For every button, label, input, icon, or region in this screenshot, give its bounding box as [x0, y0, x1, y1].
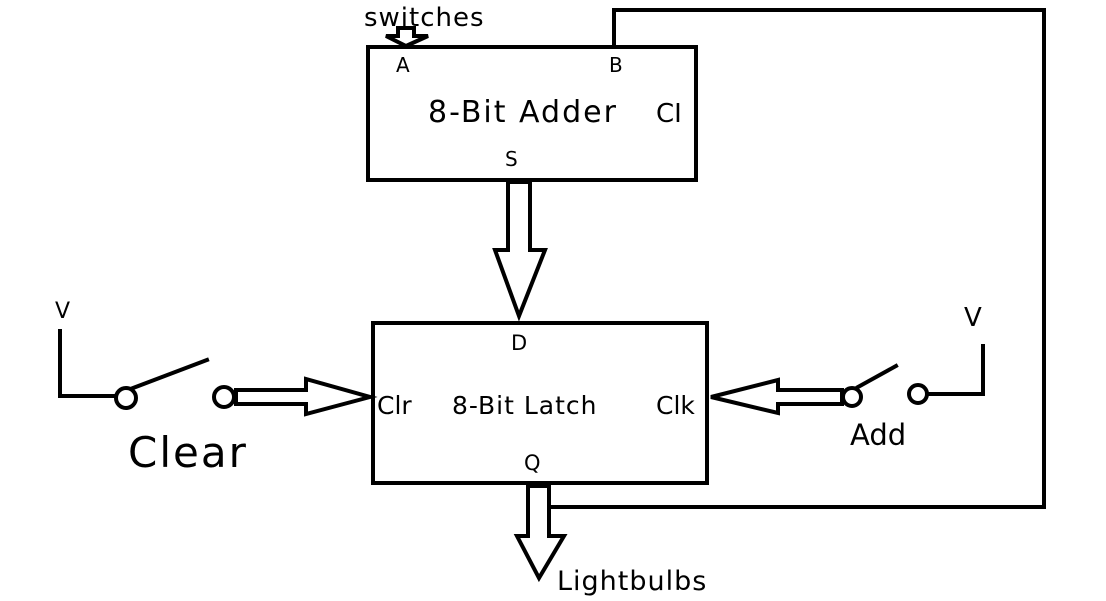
add-switch-contact [907, 383, 929, 405]
latch-pin-q: Q [524, 451, 541, 475]
adder-block [366, 45, 698, 182]
adder-pin-a: A [396, 53, 410, 77]
adder-pin-s: S [505, 147, 518, 171]
latch-title: 8-Bit Latch [452, 391, 598, 420]
adder-pin-b: B [609, 53, 623, 77]
output-arrow [513, 484, 568, 583]
switches-label: switches [364, 3, 485, 33]
add-supply-wire [927, 344, 985, 396]
clear-switch-contact [212, 385, 236, 409]
v-right-label: V [964, 303, 982, 333]
switches-input-arrow [385, 26, 429, 49]
add-switch-lever [855, 363, 899, 390]
sum-to-latch-arrow [492, 180, 548, 322]
clear-switch-lever [130, 357, 210, 391]
latch-pin-clr: Clr [377, 391, 412, 420]
adder-pin-ci: CI [656, 99, 682, 129]
latch-pin-clk: Clk [656, 391, 695, 420]
adder-title: 8-Bit Adder [428, 95, 618, 130]
feedback-wire [547, 8, 1046, 509]
latch-pin-d: D [511, 331, 527, 355]
add-switch-pivot [841, 386, 863, 408]
clear-supply-wire [58, 329, 116, 398]
v-left-label: V [55, 299, 70, 324]
add-label: Add [850, 418, 906, 452]
clear-to-latch-arrow [234, 376, 378, 417]
lightbulbs-label: Lightbulbs [557, 566, 707, 597]
latch-block [371, 321, 709, 485]
clear-switch-pivot [114, 386, 138, 410]
add-to-latch-arrow [710, 377, 844, 416]
clear-label: Clear [128, 428, 248, 477]
